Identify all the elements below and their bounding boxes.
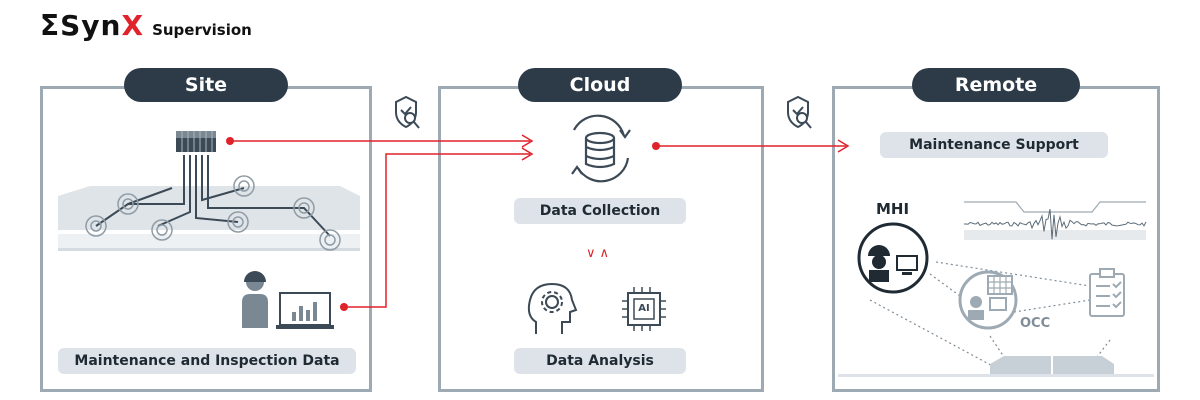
head-gear-icon [527,282,578,334]
ai-chip-icon [622,287,666,331]
logo-mark: ΣSynX [40,9,145,42]
train-illustration [838,356,1154,377]
data-flow-lines [230,134,850,308]
mhi-label: MHI [876,200,910,218]
occ-label: OCC [1020,316,1051,331]
worker-laptop-icon [242,271,334,329]
cloud-title: Cloud [518,68,682,102]
remote-title: Remote [912,68,1080,102]
vibration-waveform [964,201,1147,240]
checklist-clipboard-icon [1089,268,1125,317]
data-analysis-label: Data Analysis [514,348,686,374]
flow-dots [226,137,660,311]
occ-operator-icon [958,270,1018,330]
security-icon-1 [395,95,420,129]
site-title: Site [124,68,288,102]
logo-subtitle: Supervision [152,21,252,39]
rail-track-illustration [58,155,360,251]
data-collection-label: Data Collection [514,198,686,224]
esynx-logo: ΣSynX Supervision [40,8,252,42]
database-sync-icon [571,114,631,183]
maintenance-support-label: Maintenance Support [880,132,1108,158]
ai-chip-text: AI [638,303,650,314]
maintenance-inspection-label: Maintenance and Inspection Data [58,348,356,374]
security-icon-2 [787,95,812,129]
analysis-chevrons: ∨∧ [586,246,614,261]
sensor-hub-icon [176,131,216,152]
operator-computer-icon [857,222,929,294]
